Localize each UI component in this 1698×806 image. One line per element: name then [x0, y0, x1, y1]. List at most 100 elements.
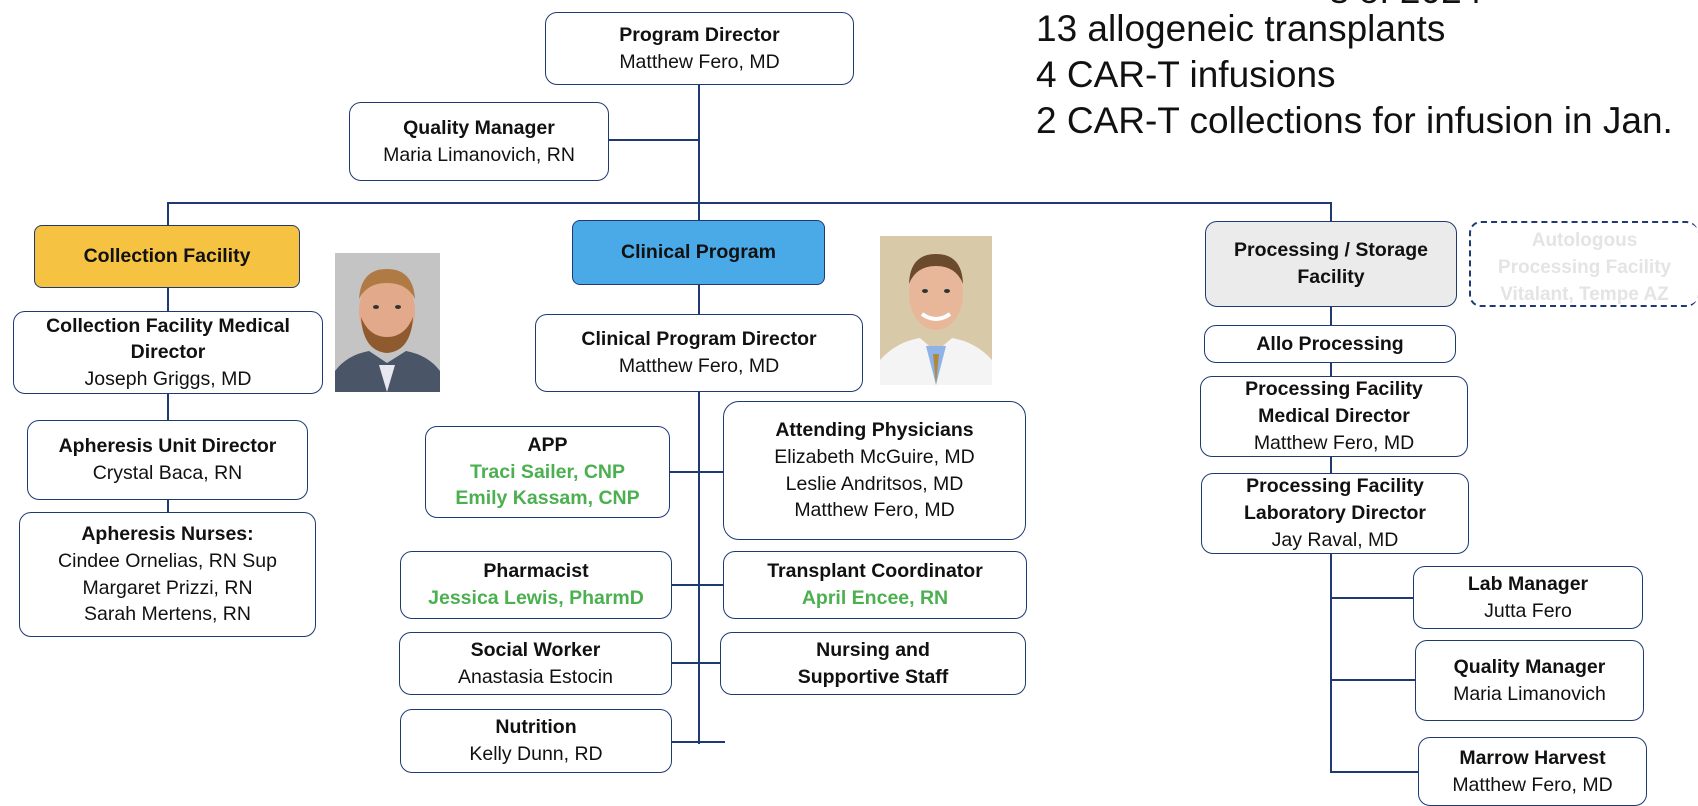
transplant-coordinator-name: April Encee, RN	[801, 587, 949, 609]
quality-manager-name: Maria Limanovich, RN	[383, 143, 575, 166]
processing-facility-title-2: Facility	[1297, 266, 1365, 288]
processing-facility-header: Processing / Storage Facility	[1205, 221, 1457, 307]
nursing-staff-line-1: Nursing and	[816, 638, 930, 661]
connector	[167, 394, 169, 420]
lab-manager-box: Lab Manager Jutta Fero	[1413, 566, 1643, 629]
person-portrait-icon	[880, 236, 992, 385]
collection-medical-director-box: Collection Facility Medical Director Jos…	[13, 311, 323, 394]
connector	[1330, 457, 1332, 473]
apheresis-nurse-name: Margaret Prizzi, RN	[82, 576, 253, 599]
stat-allogeneic: 13 allogeneic transplants	[1036, 8, 1446, 49]
transplant-coordinator-box: Transplant Coordinator April Encee, RN	[723, 551, 1027, 619]
connector	[670, 471, 723, 473]
person-portrait-icon	[335, 253, 440, 392]
connector	[672, 662, 720, 664]
autologous-line-2: Processing Facility	[1497, 257, 1672, 278]
nutrition-name: Kelly Dunn, RD	[469, 743, 603, 765]
app-name: Traci Sailer, CNP	[469, 460, 625, 483]
marrow-harvest-title: Marrow Harvest	[1459, 746, 1606, 769]
photo-matthew-fero	[880, 236, 992, 385]
clinical-program-director-name: Matthew Fero, MD	[618, 355, 780, 377]
connector	[167, 288, 169, 312]
connector	[698, 85, 700, 222]
nutrition-box: Nutrition Kelly Dunn, RD	[400, 709, 672, 773]
processing-quality-manager-title: Quality Manager	[1453, 655, 1606, 678]
program-director-name: Matthew Fero, MD	[619, 50, 780, 73]
social-worker-title: Social Worker	[470, 638, 601, 661]
collection-facility-title: Collection Facility	[83, 245, 251, 268]
apheresis-director-box: Apheresis Unit Director Crystal Baca, RN	[27, 420, 308, 500]
allo-processing-title: Allo Processing	[1256, 332, 1404, 355]
lab-manager-title: Lab Manager	[1467, 572, 1589, 595]
processing-lab-director-title-1: Processing Facility	[1246, 475, 1424, 498]
allo-processing-box: Allo Processing	[1204, 325, 1456, 363]
social-worker-name: Anastasia Estocin	[457, 665, 613, 688]
attending-physician-name: Elizabeth McGuire, MD	[774, 445, 975, 468]
collection-medical-director-title-1: Collection Facility Medical	[46, 314, 290, 337]
pharmacist-title: Pharmacist	[483, 560, 589, 583]
pharmacist-box: Pharmacist Jessica Lewis, PharmD	[400, 551, 672, 619]
lab-manager-name: Jutta Fero	[1484, 599, 1572, 622]
connector	[672, 584, 723, 586]
stat-car-t-collections: 2 CAR-T collections for infusion in Jan.	[1036, 100, 1673, 141]
collection-medical-director-title-2: Director	[130, 341, 206, 364]
collection-medical-director-name: Joseph Griggs, MD	[84, 367, 252, 390]
connector	[1330, 202, 1332, 222]
connector	[608, 139, 699, 141]
clinical-program-title: Clinical Program	[621, 241, 776, 264]
clinical-program-header: Clinical Program	[572, 220, 825, 285]
clinical-program-director-title: Clinical Program Director	[581, 328, 817, 351]
autologous-line-1: Autologous	[1531, 230, 1638, 251]
social-worker-box: Social Worker Anastasia Estocin	[399, 632, 672, 695]
apheresis-director-name: Crystal Baca, RN	[92, 462, 243, 484]
processing-medical-director-title-1: Processing Facility	[1245, 378, 1423, 401]
app-name: Emily Kassam, CNP	[455, 487, 640, 510]
processing-medical-director-box: Processing Facility Medical Director Mat…	[1200, 376, 1468, 457]
processing-medical-director-title-2: Medical Director	[1258, 405, 1410, 428]
autologous-line-3: Vitalant, Tempe AZ	[1500, 284, 1669, 305]
connector	[1330, 307, 1332, 325]
quality-manager-box: Quality Manager Maria Limanovich, RN	[349, 102, 609, 181]
nutrition-title: Nutrition	[495, 716, 577, 739]
app-title: APP	[527, 433, 568, 456]
apheresis-nurses-box: Apheresis Nurses: Cindee Ornelias, RN Su…	[19, 512, 316, 637]
connector	[1330, 771, 1418, 773]
connector	[672, 741, 725, 743]
stats-text: 13 allogeneic transplants 4 CAR-T infusi…	[1036, 6, 1673, 144]
transplant-coordinator-title: Transplant Coordinator	[767, 560, 983, 583]
processing-quality-manager-box: Quality Manager Maria Limanovich	[1415, 640, 1644, 721]
connector	[698, 285, 700, 314]
connector	[1330, 679, 1416, 681]
processing-facility-title-1: Processing / Storage	[1234, 239, 1428, 262]
processing-lab-director-box: Processing Facility Laboratory Director …	[1201, 473, 1469, 554]
program-director-box: Program Director Matthew Fero, MD	[545, 12, 854, 85]
pharmacist-name: Jessica Lewis, PharmD	[428, 587, 644, 609]
connector	[167, 500, 169, 513]
apheresis-director-title: Apheresis Unit Director	[58, 435, 277, 458]
attending-physician-name: Matthew Fero, MD	[794, 499, 955, 522]
stat-car-t-infusions: 4 CAR-T infusions	[1036, 54, 1336, 95]
connector	[167, 202, 1331, 204]
marrow-harvest-name: Matthew Fero, MD	[1452, 773, 1613, 796]
attending-physicians-title: Attending Physicians	[775, 418, 974, 441]
photo-joseph-griggs	[335, 253, 440, 392]
attending-physicians-box: Attending Physicians Elizabeth McGuire, …	[723, 401, 1026, 540]
clinical-program-director-box: Clinical Program Director Matthew Fero, …	[535, 314, 863, 392]
connector	[1330, 363, 1332, 376]
processing-lab-director-name: Jay Raval, MD	[1271, 528, 1399, 551]
processing-lab-director-title-2: Laboratory Director	[1243, 502, 1427, 525]
stats-heading-cut: s of 2024	[1330, 0, 1482, 12]
apheresis-nurses-title: Apheresis Nurses:	[81, 522, 254, 545]
connector	[1330, 554, 1332, 772]
program-director-title: Program Director	[619, 23, 780, 46]
apheresis-nurse-name: Cindee Ornelias, RN Sup	[58, 549, 277, 572]
apheresis-nurse-name: Sarah Mertens, RN	[84, 603, 251, 626]
marrow-harvest-box: Marrow Harvest Matthew Fero, MD	[1418, 737, 1647, 806]
connector	[167, 202, 169, 226]
collection-facility-header: Collection Facility	[34, 225, 300, 288]
nursing-staff-box: Nursing and Supportive Staff	[720, 632, 1026, 695]
app-box: APP Traci Sailer, CNP Emily Kassam, CNP	[425, 426, 670, 518]
connector	[698, 392, 700, 744]
nursing-staff-line-2: Supportive Staff	[797, 665, 949, 688]
attending-physician-name: Leslie Andritsos, MD	[785, 472, 964, 495]
